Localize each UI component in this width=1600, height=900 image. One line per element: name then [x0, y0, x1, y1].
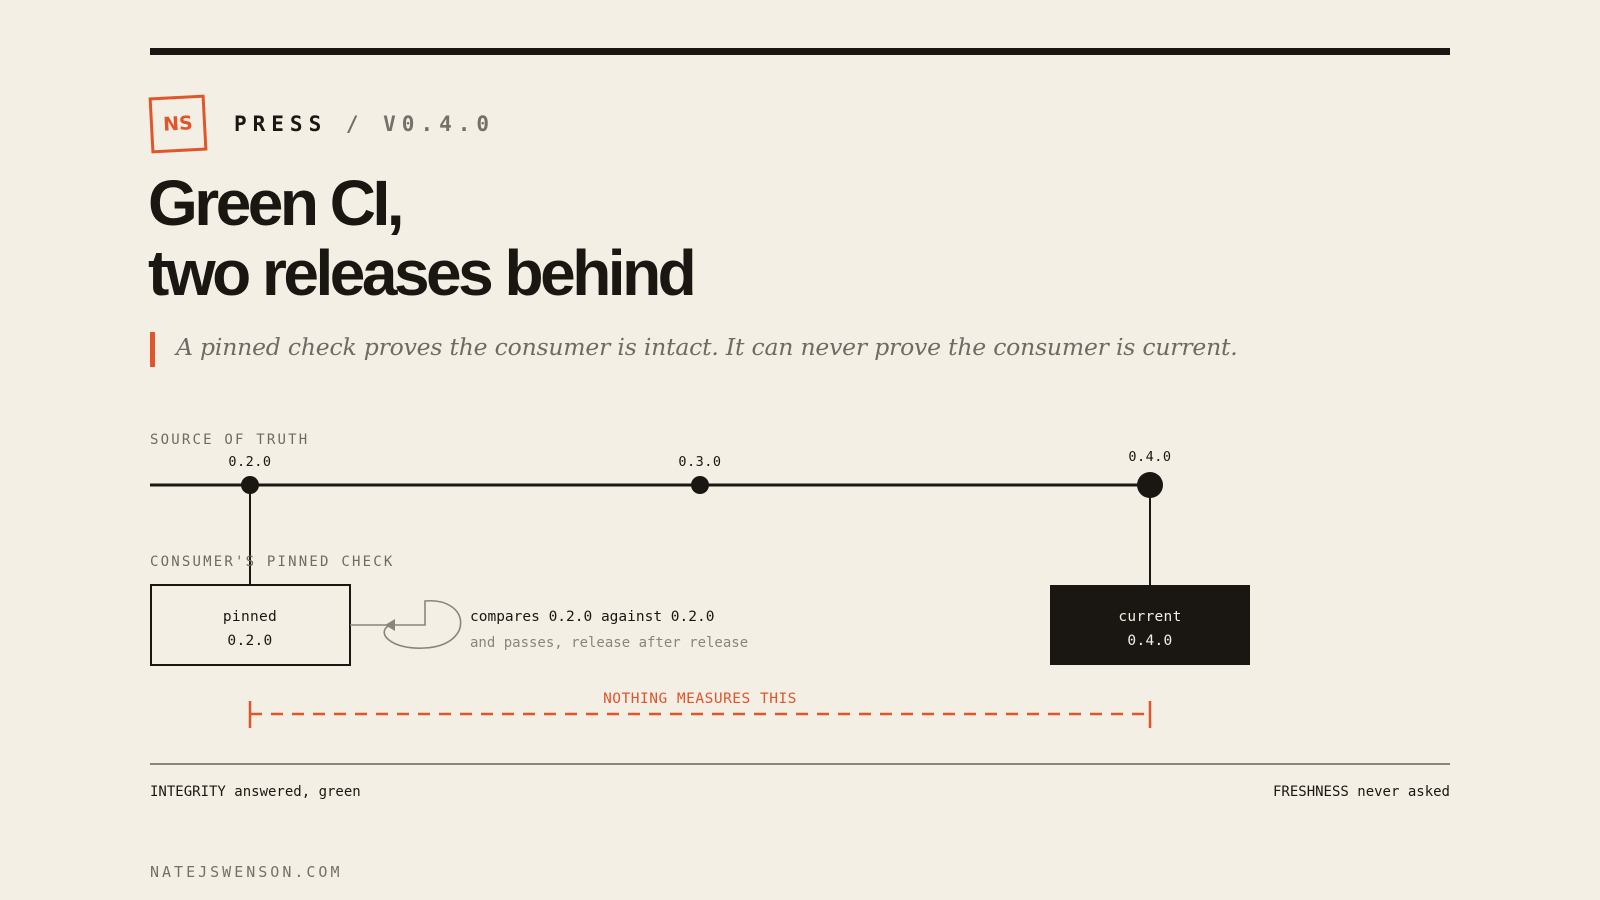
source-track-label: SOURCE OF TRUTH	[150, 432, 309, 448]
page-title: Green CI, two releases behind	[148, 167, 697, 309]
release-label-0-4-0: 0.4.0	[1128, 449, 1171, 465]
site-url[interactable]: NATEJSWENSON.COM	[150, 863, 343, 881]
footer-freshness: FRESHNESS never asked	[1273, 784, 1450, 800]
release-label-0-2-0: 0.2.0	[228, 454, 271, 470]
current-box-version: 0.4.0	[1127, 633, 1172, 649]
bottom-rule	[150, 763, 1450, 765]
release-dot-0-4-0	[1137, 472, 1163, 498]
footer-freshness-term: FRESHNESS	[1272, 784, 1349, 800]
footer-integrity: INTEGRITY answered, green	[150, 784, 361, 800]
compare-line-2: and passes, release after release	[470, 635, 748, 651]
current-box-title: current	[1118, 609, 1181, 625]
kicker-section: PRESS	[234, 112, 328, 136]
pinned-box	[150, 584, 351, 666]
current-box	[1050, 585, 1250, 665]
consumer-track-label: CONSUMER'S PINNED CHECK	[150, 554, 394, 570]
footer-integrity-term: INTEGRITY	[150, 784, 226, 800]
deck-accent-bar	[150, 332, 155, 367]
kicker: PRESS / V0.4.0	[234, 112, 495, 136]
compare-line-1: compares 0.2.0 against 0.2.0	[470, 609, 714, 625]
title-line-1: Green CI,	[148, 167, 405, 239]
title-line-2: two releases behind	[148, 237, 697, 309]
footer-integrity-verdict: answered, green	[225, 784, 361, 800]
release-dot-0-3-0	[691, 476, 709, 494]
pinned-box-title: pinned	[223, 609, 277, 625]
top-rule	[150, 48, 1450, 55]
release-label-0-3-0: 0.3.0	[678, 454, 721, 470]
deck-text: A pinned check proves the consumer is in…	[176, 333, 1238, 361]
release-dot-0-2-0	[241, 476, 259, 494]
footer-freshness-verdict: never asked	[1348, 784, 1450, 800]
self-compare-loop	[350, 600, 462, 649]
pinned-box-version: 0.2.0	[227, 633, 272, 649]
kicker-version: / V0.4.0	[345, 112, 496, 136]
gap-label: NOTHING MEASURES THIS	[603, 691, 797, 707]
self-compare-arrowhead	[385, 619, 395, 631]
